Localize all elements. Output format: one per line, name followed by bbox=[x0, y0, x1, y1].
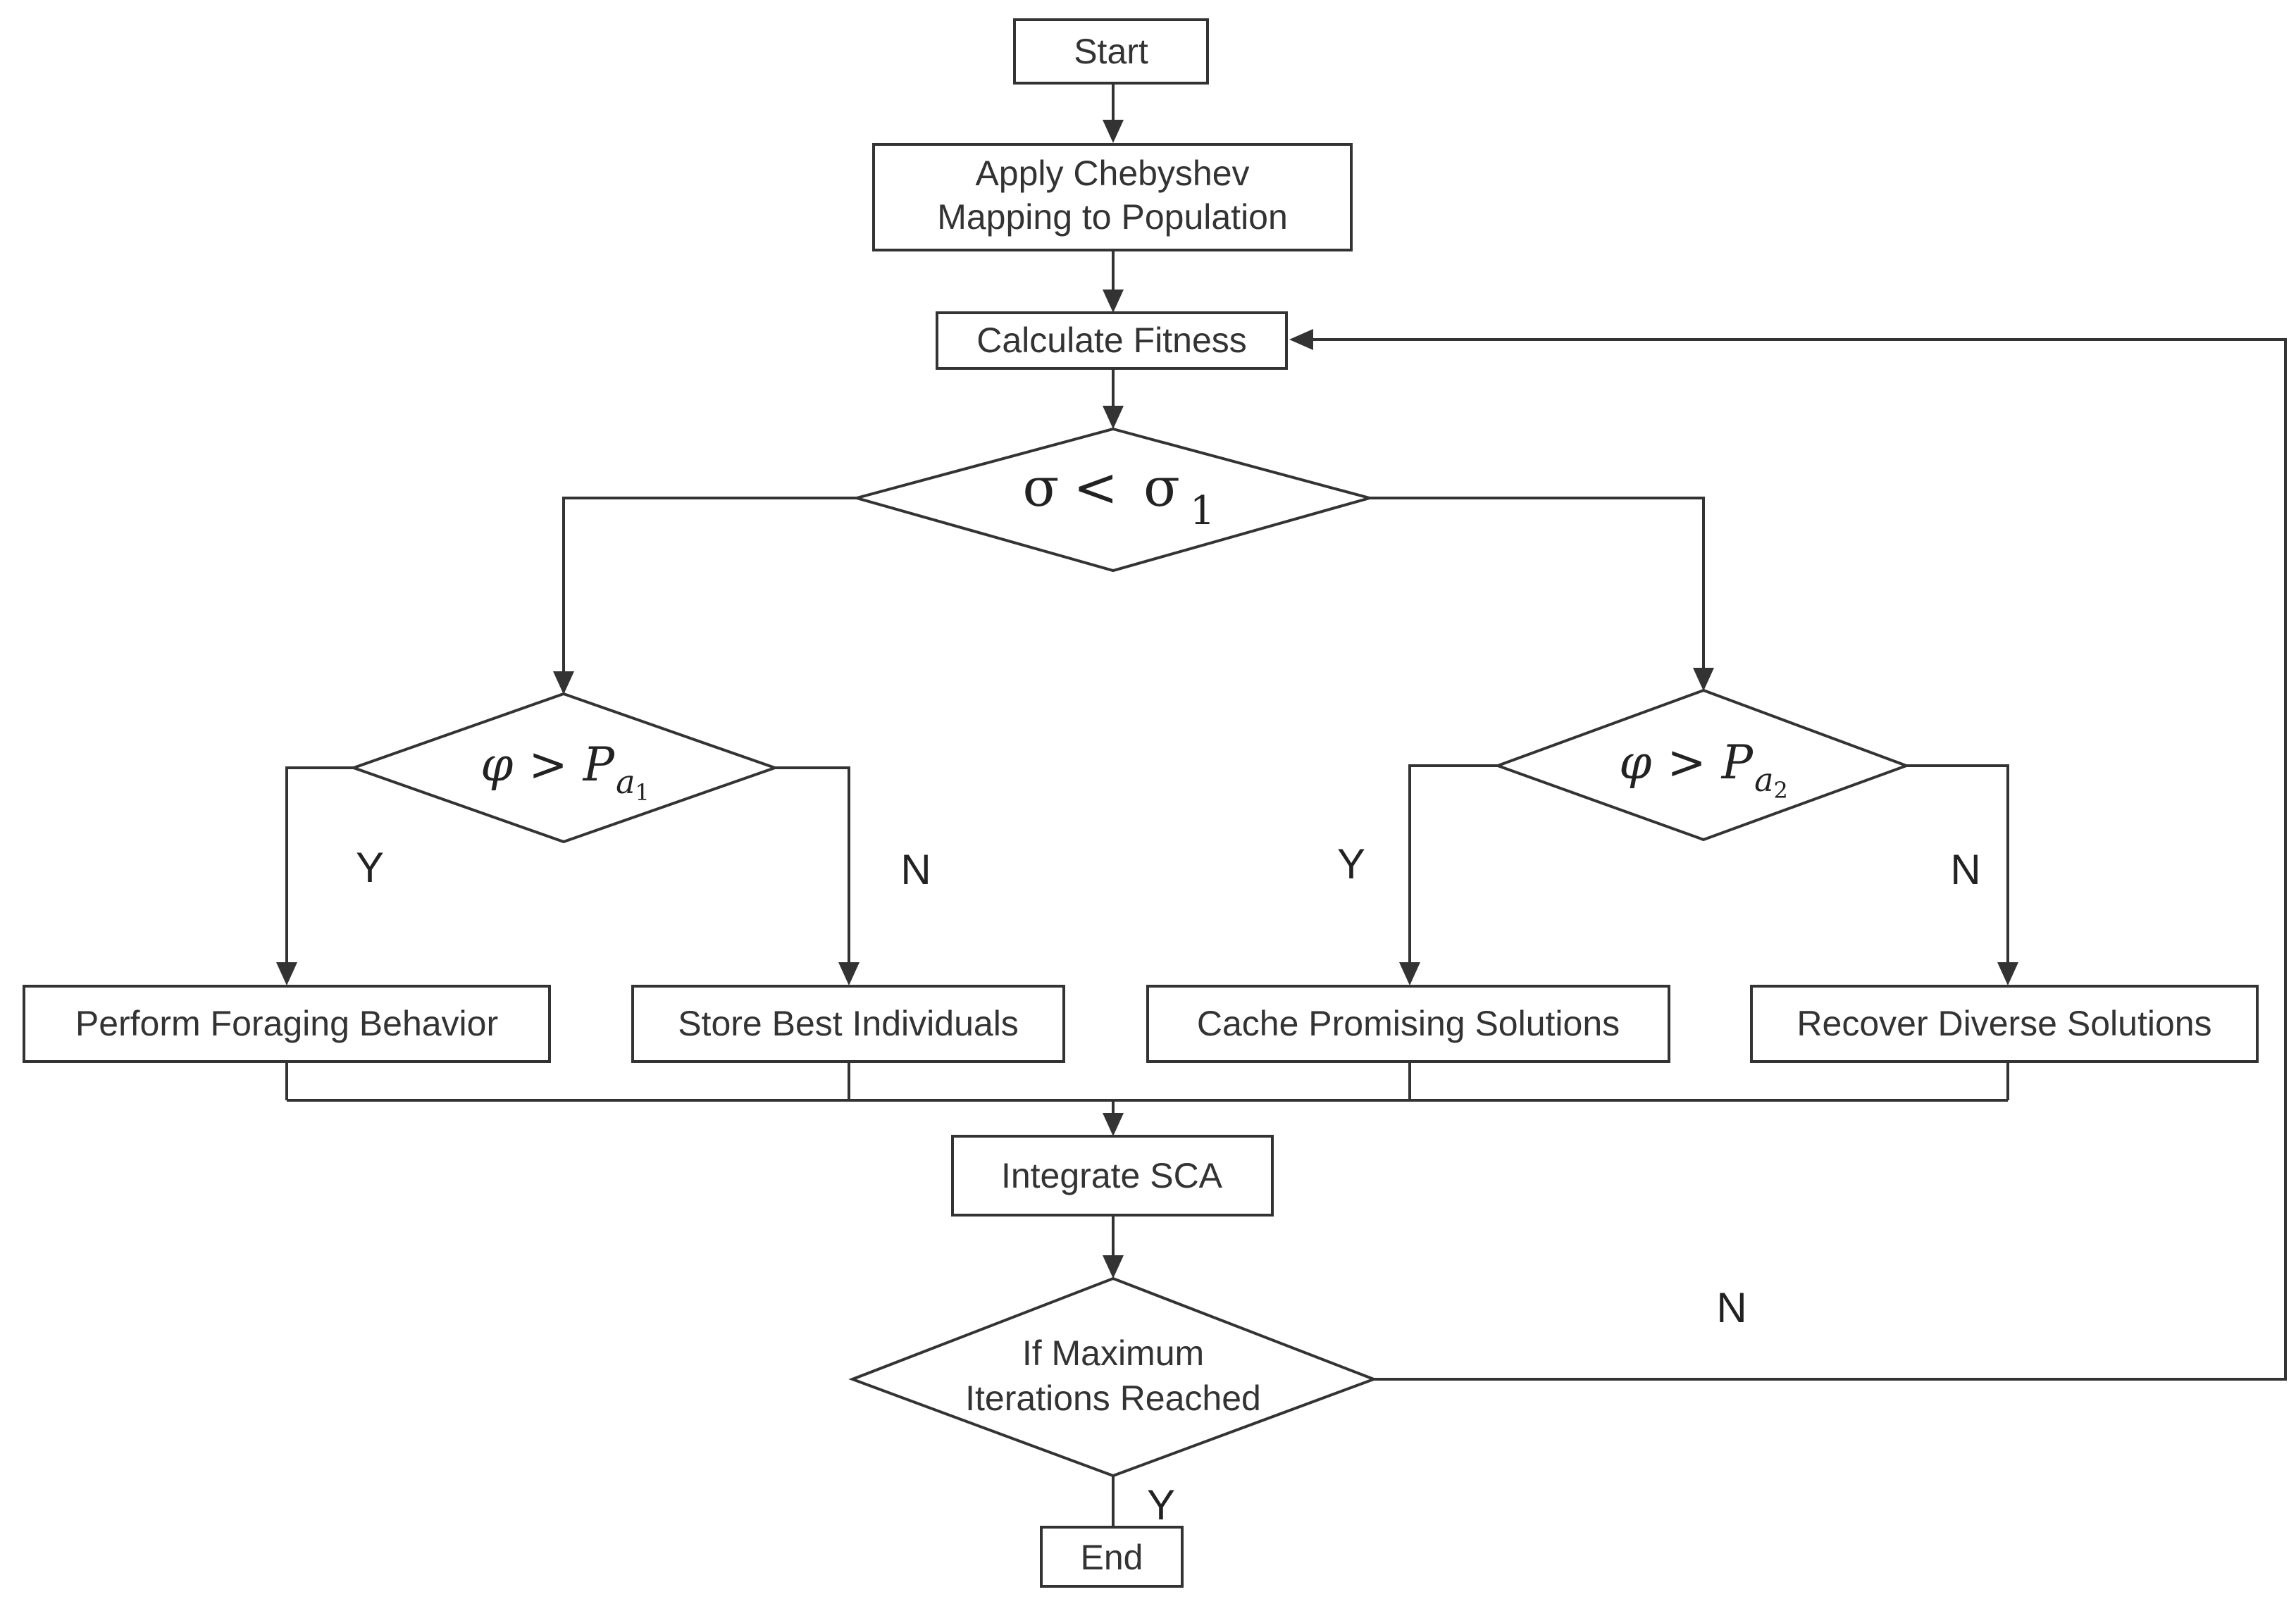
right-no-label: N bbox=[1950, 846, 1980, 893]
end-yes-label: Y bbox=[1147, 1481, 1175, 1529]
max-iterations-decision: If Maximum Iterations Reached bbox=[848, 1276, 1378, 1478]
left-probability-decision: φ>Pa1 bbox=[349, 692, 780, 844]
fitness-node: Calculate Fitness bbox=[936, 311, 1288, 370]
fitness-label: Calculate Fitness bbox=[976, 321, 1247, 360]
loop-no-label: N bbox=[1716, 1284, 1746, 1331]
end-label: End bbox=[1081, 1538, 1143, 1577]
sca-node: Integrate SCA bbox=[951, 1135, 1274, 1217]
start-label: Start bbox=[1074, 32, 1148, 71]
end-node: End bbox=[1040, 1526, 1184, 1588]
store-label: Store Best Individuals bbox=[678, 1004, 1019, 1043]
cache-label: Cache Promising Solutions bbox=[1197, 1004, 1620, 1043]
left-probability-condition: φ>Pa1 bbox=[480, 738, 650, 806]
connectors bbox=[276, 85, 2287, 1555]
branch-labels: Y N Y N N Y bbox=[356, 840, 1981, 1529]
right-probability-condition: φ>Pa2 bbox=[1619, 735, 1788, 804]
chebyshev-node: Apply Chebyshev Mapping to Population bbox=[872, 143, 1353, 251]
max-iterations-label-line1: If Maximum bbox=[1022, 1333, 1204, 1373]
store-node: Store Best Individuals bbox=[631, 985, 1065, 1063]
chebyshev-label-line1: Apply Chebyshev bbox=[975, 154, 1249, 193]
left-yes-label: Y bbox=[356, 844, 384, 891]
right-yes-label: Y bbox=[1337, 840, 1365, 888]
cache-node: Cache Promising Solutions bbox=[1146, 985, 1670, 1063]
chebyshev-label-line2: Mapping to Population bbox=[937, 197, 1288, 237]
recover-node: Recover Diverse Solutions bbox=[1750, 985, 2259, 1063]
left-no-label: N bbox=[900, 846, 931, 893]
right-probability-decision: φ>Pa2 bbox=[1494, 688, 1911, 842]
start-node: Start bbox=[1013, 18, 1209, 85]
foraging-label: Perform Foraging Behavior bbox=[75, 1004, 498, 1043]
sca-label: Integrate SCA bbox=[1001, 1156, 1223, 1195]
recover-label: Recover Diverse Solutions bbox=[1797, 1004, 2211, 1043]
max-iterations-label-line2: Iterations Reached bbox=[965, 1379, 1261, 1418]
foraging-node: Perform Foraging Behavior bbox=[23, 985, 551, 1063]
